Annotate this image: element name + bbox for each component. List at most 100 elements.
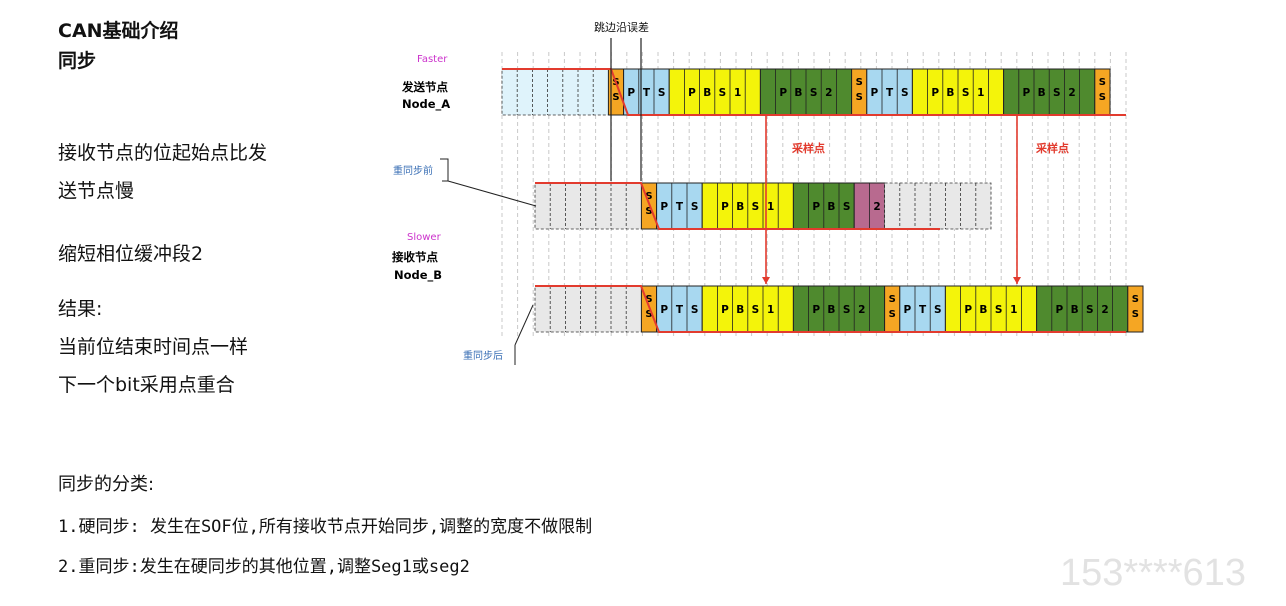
ss-segment: SS [884,285,901,333]
idle-segment [501,68,609,116]
segment-label: S [645,294,652,305]
segment-label: S [752,201,760,213]
page-title-line1: CAN基础介绍 [58,20,179,42]
segment-label: B [794,87,802,99]
before-resync-label: 重同步前 [393,164,433,177]
segment-label: P [904,304,912,316]
segment-label: T [919,304,927,316]
segment-label: B [736,304,744,316]
segment-label: S [691,201,699,213]
annotation-lines [440,38,642,365]
segment-label: P [688,87,696,99]
segment-label: S [856,77,863,88]
segment-label: B [1071,304,1079,316]
segment-label: P [660,304,668,316]
segment-label: S [810,87,818,99]
segment-label: S [889,309,896,320]
segment-label: 2 [1101,304,1108,316]
segment-label: P [721,304,729,316]
desc-line2: 送节点慢 [58,180,135,202]
segment-label: P [931,87,939,99]
segment-label: B [979,304,987,316]
segment-label: S [658,87,666,99]
segment-label: S [1099,92,1106,103]
segment-label: S [856,92,863,103]
segment-label: S [843,304,851,316]
segment-label: T [676,304,684,316]
segment-label: 2 [1068,87,1075,99]
node-b-label-cn: 接收节点 [392,250,438,264]
node-a-edge [502,68,1126,116]
segment-label: S [889,294,896,305]
segment-label: S [995,304,1003,316]
segment-label: S [843,201,851,213]
edge-error-label: 跳边沿误差 [594,20,649,34]
segment-label: T [643,87,651,99]
segment-label: S [612,92,619,103]
segment-label: T [886,87,894,99]
segment-label: P [660,201,668,213]
segment-label: B [946,87,954,99]
idle-segment [534,285,642,333]
segment-label: P [812,304,820,316]
segment-label: P [1056,304,1064,316]
segment-label: S [1132,309,1139,320]
ss-segment: SS [851,68,868,116]
segment-label: P [964,304,972,316]
node-b-after-edge [535,285,1126,333]
segment-label: S [962,87,970,99]
node-b-label-en: Node_B [394,268,442,283]
hard-sync-line: 1.硬同步: 发生在SOF位,所有接收节点开始同步,调整的宽度不做限制 [58,517,593,537]
segment-label: S [901,87,909,99]
segment-label: S [1132,294,1139,305]
desc-line5: 当前位结束时间点一样 [58,336,249,358]
segment-label: B [827,304,835,316]
segment-label: S [1053,87,1061,99]
segment-label: B [736,201,744,213]
resync-line: 2.重同步:发生在硬同步的其他位置,调整Seg1或seg2 [58,557,470,577]
segment-label: P [812,201,820,213]
sample-arrow-1-head [762,277,770,284]
node-a-label-en: Node_A [402,97,450,112]
segment-label: S [645,206,652,217]
segment-label: 1 [977,87,984,99]
segment-label: 2 [873,201,880,213]
pbs2-cut-segment: 2 [853,182,886,230]
sample-point-label-2: 采样点 [1035,141,1069,155]
segment-label: 1 [734,87,741,99]
ss-segment: SS [1127,285,1144,333]
desc-line4: 结果: [58,298,103,320]
segment-label: T [676,201,684,213]
sample-point-label-1: 采样点 [791,141,825,155]
segment-label: B [703,87,711,99]
segment-label: S [934,304,942,316]
segment-label: P [1023,87,1031,99]
segment-label: S [719,87,727,99]
segment-label: S [1086,304,1094,316]
segment-label: P [721,201,729,213]
segment-label: 2 [858,304,865,316]
segment-label: P [627,87,635,99]
segment-label: S [691,304,699,316]
desc-line3: 缩短相位缓冲段2 [58,243,204,265]
signal-edges [502,68,1126,333]
node-a-label-cn: 发送节点 [401,80,448,94]
desc-line1: 接收节点的位起始点比发 [58,142,268,164]
segment-label: S [752,304,760,316]
